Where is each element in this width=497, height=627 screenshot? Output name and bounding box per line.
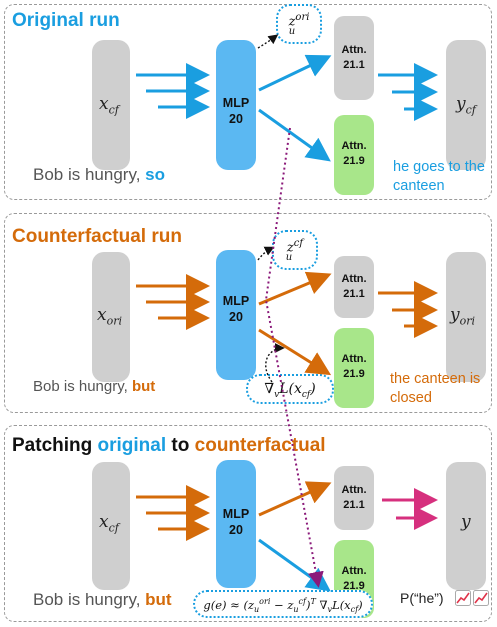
panel-patching — [4, 425, 492, 622]
chart-emoji-icon — [473, 590, 489, 606]
input-block — [92, 462, 130, 590]
input-block — [92, 252, 130, 382]
attn-block-21-1: Attn.21.1 — [334, 256, 374, 318]
attn-block-21-1: Attn.21.1 — [334, 16, 374, 100]
output-variable: y — [461, 512, 471, 532]
chart-emoji-icon — [455, 590, 471, 606]
output-block — [446, 462, 486, 590]
attn-block-21-9: Attn.21.9 — [334, 115, 374, 195]
panel-original-run — [4, 4, 492, 200]
attn-block-21-1: Attn.21.1 — [334, 466, 374, 530]
input-sentence: Bob is hungry, but — [33, 590, 172, 609]
probability-label: P(“he”) — [400, 590, 444, 606]
input-variable: xori — [97, 305, 122, 328]
mlp-layer-block: MLP 20 — [216, 40, 256, 170]
output-variable: yori — [450, 305, 476, 328]
panel-title: Original run — [12, 10, 120, 31]
output-block — [446, 252, 486, 382]
gradient-bubble: ∇vL(xcf) — [246, 374, 334, 404]
mlp-layer-block: MLP 20 — [216, 250, 256, 380]
input-sentence: Bob is hungry, so — [33, 165, 165, 184]
mlp-layer-block: MLP 20 — [216, 460, 256, 588]
formula-bubble: g(e) ≈ (zuori − zucf)T ∇vL(xcf) — [193, 590, 373, 618]
output-variable: ycf — [456, 94, 476, 117]
panel-title: Counterfactual run — [12, 226, 182, 247]
input-sentence: Bob is hungry, but — [33, 378, 156, 395]
input-variable: xcf — [99, 94, 119, 117]
panel-counterfactual-run — [4, 213, 492, 413]
input-block — [92, 40, 130, 170]
output-block — [446, 40, 486, 170]
attn-block-21-9: Attn.21.9 — [334, 328, 374, 408]
input-variable: xcf — [99, 512, 119, 535]
